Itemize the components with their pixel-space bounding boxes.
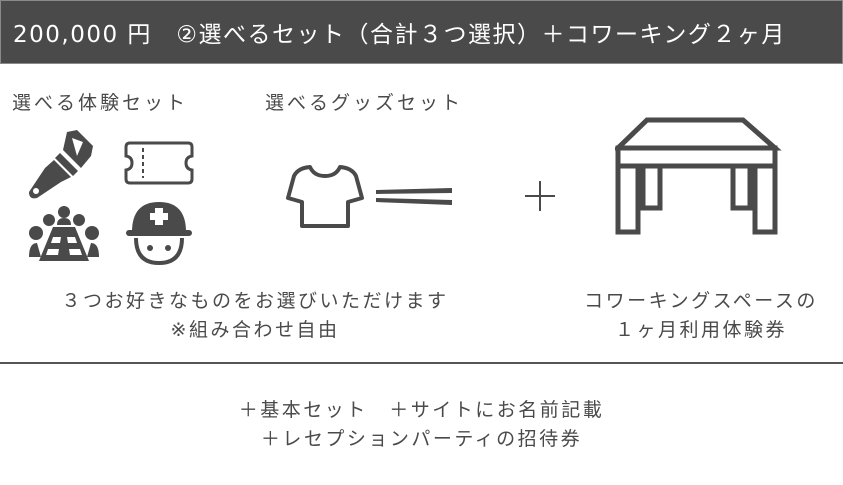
- ticket-icon: [124, 141, 194, 185]
- desk-icon: [615, 117, 782, 235]
- extras-line2: ＋レセプションパーティの招待券: [260, 428, 583, 450]
- goods-set-label: 選べるグッズセット: [265, 92, 464, 114]
- coworking-caption-line2: １ヶ月利用体験券: [614, 319, 787, 341]
- plus-icon: [525, 181, 555, 211]
- coworking-caption: コワーキングスペースの １ヶ月利用体験券: [566, 287, 836, 345]
- tshirt-icon: [286, 165, 364, 228]
- helmet-icon: [126, 202, 192, 266]
- coworking-caption-line1: コワーキングスペースの: [584, 290, 818, 312]
- extras-list: ＋基本セット ＋サイトにお名前記載 ＋レセプションパーティの招待券: [0, 396, 843, 454]
- extras-line1: ＋基本セット ＋サイトにお名前記載: [238, 399, 605, 421]
- section-divider: [0, 362, 843, 364]
- choose-caption: ３つお好きなものをお選びいただけます ※組み合わせ自由: [30, 287, 480, 345]
- header-title: 200,000 円 ②選べるセット（合計３つ選択）＋コワーキング２ヶ月: [13, 22, 786, 48]
- choose-caption-line2: ※組み合わせ自由: [170, 319, 340, 341]
- chopsticks-icon: [376, 188, 452, 205]
- experience-set-label: 選べる体験セット: [12, 92, 189, 114]
- paintbrush-icon: [29, 130, 93, 199]
- meeting-icon: [29, 206, 99, 261]
- choose-caption-line1: ３つお好きなものをお選びいただけます: [61, 290, 449, 312]
- header-bar: 200,000 円 ②選べるセット（合計３つ選択）＋コワーキング２ヶ月: [0, 0, 843, 64]
